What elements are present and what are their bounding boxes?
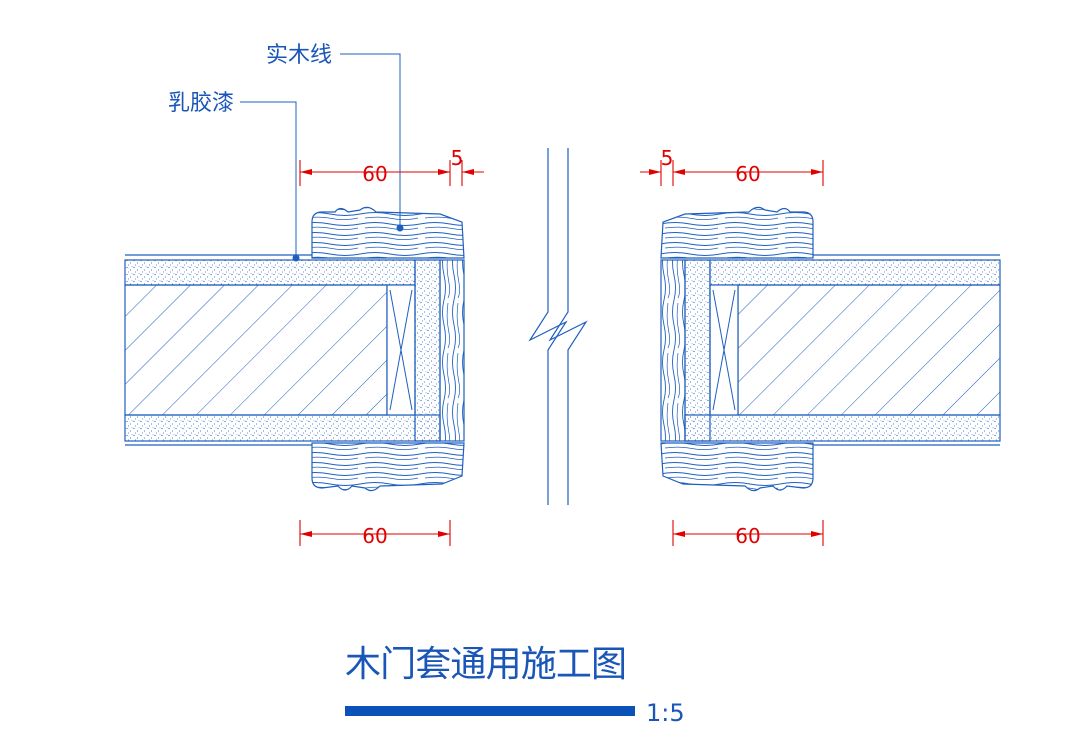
solid-wood-trim-label: 实木线 xyxy=(266,43,332,68)
latex-paint-label: 乳胶漆 xyxy=(168,91,234,116)
dim-left-top-gap: 5 xyxy=(451,146,464,170)
scale-bar xyxy=(345,706,635,716)
break-line xyxy=(528,148,588,505)
dim-left-bottom-width: 60 xyxy=(362,524,387,548)
left-wall-section xyxy=(124,206,465,492)
dim-left-top-width: 60 xyxy=(362,162,387,186)
dim-right-top-width: 60 xyxy=(735,162,760,186)
right-wall-section xyxy=(660,206,1001,492)
dimension-arrows xyxy=(300,169,823,537)
dim-right-bottom-width: 60 xyxy=(735,524,760,548)
leaders xyxy=(240,53,404,262)
drawing-title: 木门套通用施工图 xyxy=(345,644,627,685)
scale-label: 1:5 xyxy=(646,699,685,727)
dim-right-top-gap: 5 xyxy=(661,146,674,170)
